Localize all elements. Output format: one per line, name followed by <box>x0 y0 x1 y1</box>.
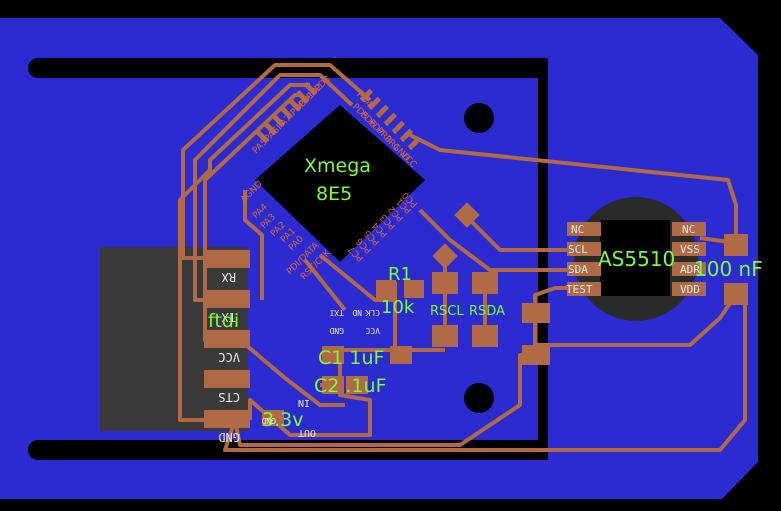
rscl-label: RSCL <box>430 304 464 319</box>
c1-pad-right <box>390 346 412 364</box>
sensor-pads-left <box>567 222 601 296</box>
reg-label: 3.3v <box>262 409 303 431</box>
sensor-pads-right <box>672 222 706 296</box>
ftdi-pin-label-cts: CTS <box>218 390 240 404</box>
sensor-pin-label: VSS <box>680 243 700 256</box>
header-pin-label: ND <box>352 308 362 317</box>
c1-label: C1 1uF <box>318 347 384 369</box>
r1-pad-right <box>404 280 424 298</box>
mcu-label-line2: 8E5 <box>316 183 352 205</box>
reg-in-label: IN <box>298 397 310 408</box>
sensor-pin-label: TEST <box>566 283 593 296</box>
c2-pad-left <box>322 376 344 394</box>
pad-diamond <box>454 202 480 228</box>
c2-pad-right <box>346 376 368 394</box>
r1-name: R1 <box>388 264 412 285</box>
mcu-body <box>255 105 425 262</box>
header-pin-label: TXI <box>329 308 344 317</box>
ftdi-pin-label-gnd: GND <box>218 430 240 444</box>
mounting-hole-top <box>464 103 494 133</box>
ftdi-pad-cts <box>204 370 250 388</box>
ftdi-pin-labels: RX TX VCC CTS GND <box>218 270 240 444</box>
mounting-slot-top <box>28 58 548 78</box>
rsda-pad-bottom <box>472 325 498 347</box>
rscl-pad-top <box>432 272 458 294</box>
reg-gnd-label: GND <box>261 416 276 425</box>
pad-diamond <box>432 243 458 269</box>
ftdi-pad-gnd <box>204 410 250 428</box>
ftdi-pin-label-vcc: VCC <box>218 350 240 364</box>
r1-value: 10k <box>381 297 415 318</box>
cap-100n-pad-bottom <box>724 283 748 305</box>
sensor-chip-body <box>600 220 670 296</box>
header-pin-label: GND <box>329 326 344 335</box>
sensor-pin-label: NC <box>571 223 584 236</box>
mcu-chip <box>255 81 425 262</box>
reg-pad-gnd <box>262 410 284 426</box>
c1-pad-left <box>322 346 344 364</box>
rsda-pad-top <box>472 272 498 294</box>
sensor-label: AS5510 <box>598 247 675 271</box>
sensor-pin-label: ADR <box>680 263 700 276</box>
ftdi-pad-rx <box>204 250 250 268</box>
rscl-pad-bottom <box>432 325 458 347</box>
sensor-pin-label: NC <box>682 223 695 236</box>
sensor-pin-label: VDD <box>680 283 700 296</box>
header-pin-label: CLK <box>365 308 380 317</box>
r1-pad-left <box>376 280 396 298</box>
cap-100n-label: 100 nF <box>694 257 763 281</box>
ftdi-pad-tx <box>204 290 250 308</box>
mounting-hole-bottom <box>464 383 494 413</box>
cap-100n-pad-top <box>724 234 748 256</box>
ftdi-label: ftdi <box>208 310 239 332</box>
ftdi-pin-label-tx: TX <box>221 310 236 324</box>
ftdi-pin-label-rx: RX <box>221 270 236 284</box>
jumper-pad-top <box>522 303 550 323</box>
ftdi-pad-vcc <box>204 330 250 348</box>
jumper-pad-bottom <box>522 345 550 365</box>
header-pin-labels: CLK ND TXI VCC GND <box>329 308 380 335</box>
sensor-pin-label: SDA <box>568 263 588 276</box>
ftdi-pads <box>204 250 250 428</box>
reg-out-label: OUT <box>298 427 316 438</box>
mcu-pads <box>255 81 422 151</box>
rsda-label: RSDA <box>469 304 505 319</box>
sensor-pin-label: SCL <box>568 243 588 256</box>
mcu-label-line1: Xmega <box>304 155 371 177</box>
header-pin-label: VCC <box>365 326 380 335</box>
slot-edge-right <box>538 58 548 460</box>
c2-label: C2 .1uF <box>314 375 387 397</box>
